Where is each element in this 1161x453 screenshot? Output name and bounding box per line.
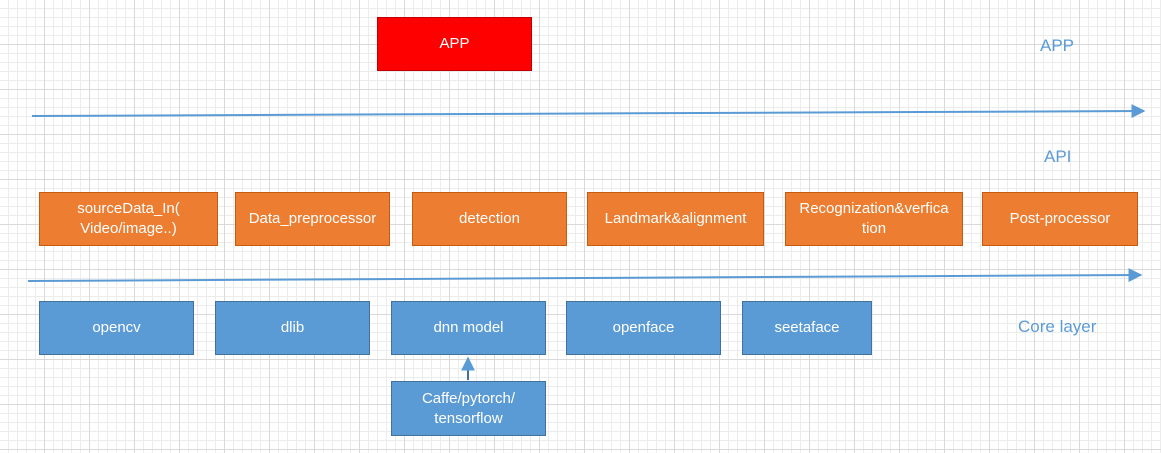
core-box-seetaface[interactable]: seetaface xyxy=(742,301,872,355)
api-box-post-processor[interactable]: Post-processor xyxy=(982,192,1138,246)
api-box-landmark-alignment[interactable]: Landmark&alignment xyxy=(587,192,764,246)
core-box-dlib[interactable]: dlib xyxy=(215,301,370,355)
api-box-detection[interactable]: detection xyxy=(412,192,567,246)
api-core-separator-arrow xyxy=(27,268,1143,283)
api-box-data-preprocessor[interactable]: Data_preprocessor xyxy=(235,192,390,246)
core-box-dnn-model[interactable]: dnn model xyxy=(391,301,546,355)
core-layer-label: Core layer xyxy=(1018,317,1097,336)
core-box-opencv[interactable]: opencv xyxy=(39,301,194,355)
api-layer-label: API xyxy=(1044,147,1072,166)
api-box-source-data-in[interactable]: sourceData_In( Video/image..) xyxy=(39,192,218,246)
core-box-openface[interactable]: openface xyxy=(566,301,721,355)
app-box[interactable]: APP xyxy=(377,17,532,71)
app-layer-label: APP xyxy=(1040,36,1075,55)
framework-box-caffe-pytorch-tensorflow[interactable]: Caffe/pytorch/ tensorflow xyxy=(391,381,546,436)
api-box-recognization-verfication[interactable]: Recognization&verfica tion xyxy=(785,192,963,246)
app-api-separator-arrow xyxy=(31,104,1146,119)
